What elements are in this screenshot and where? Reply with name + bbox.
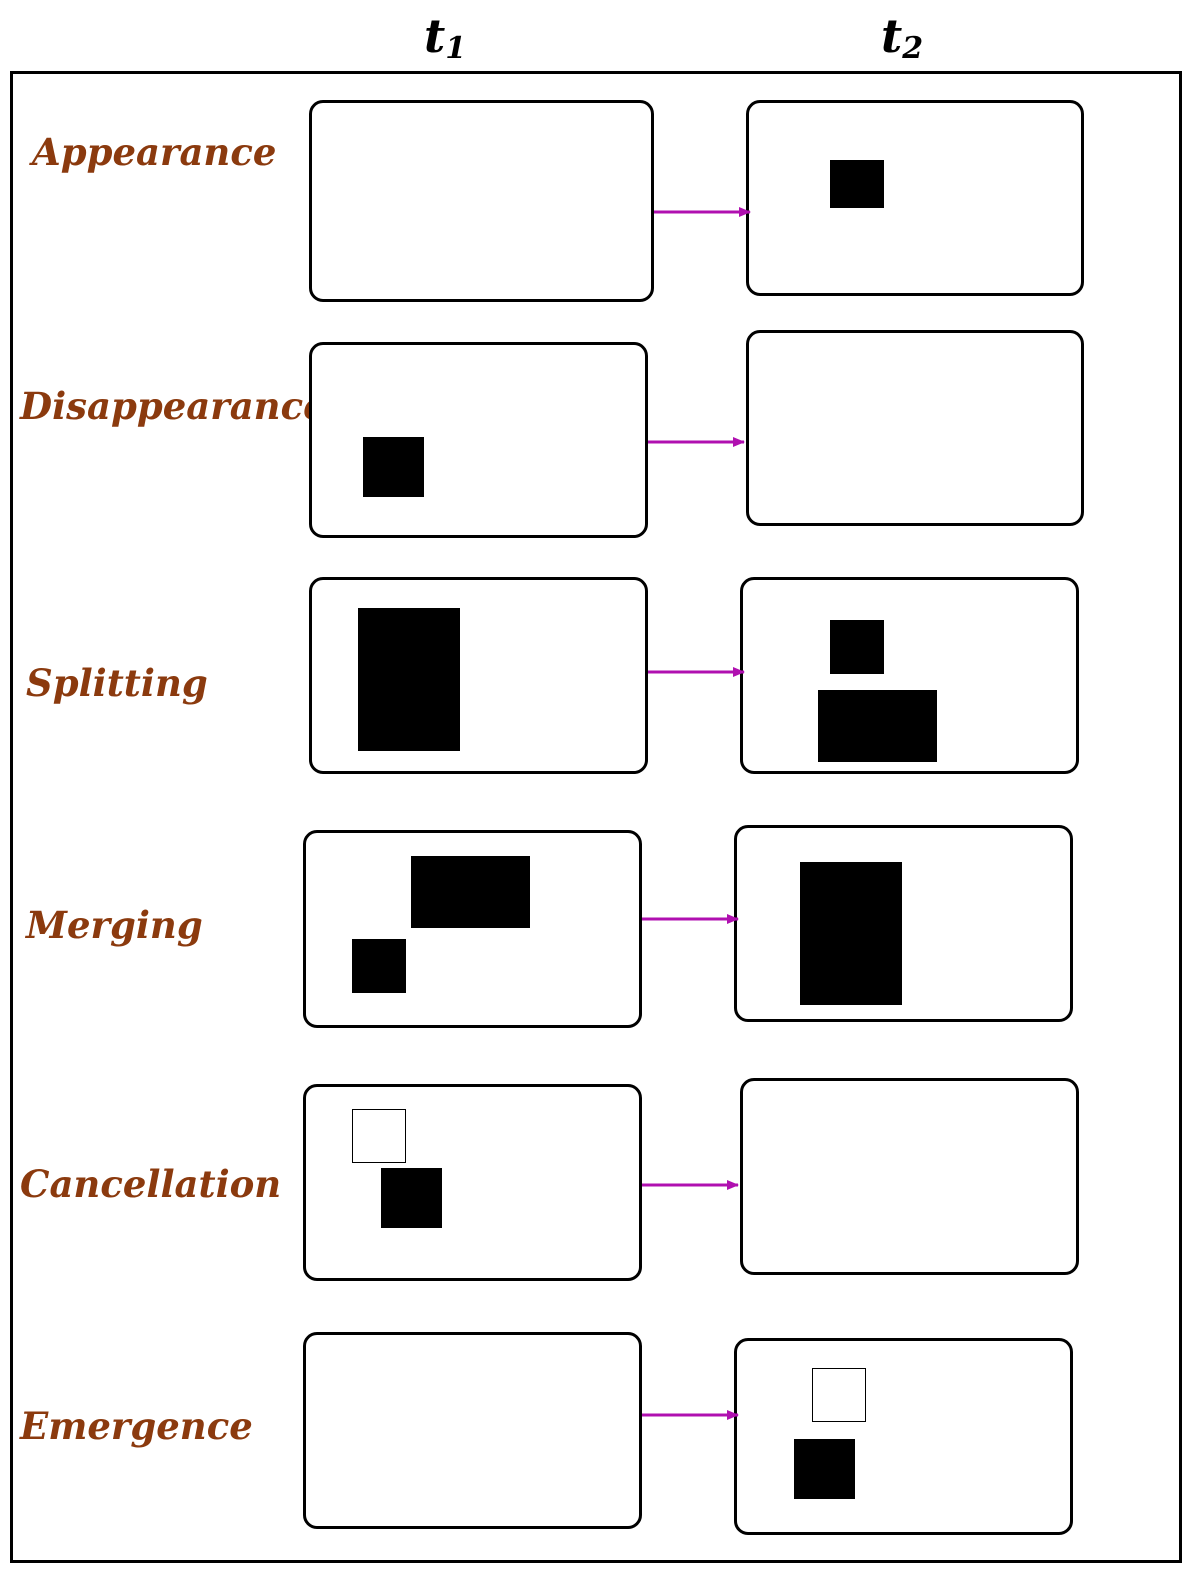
panel-emergence-t2 — [734, 1338, 1073, 1535]
row-label-cancellation: Cancellation — [20, 1162, 282, 1206]
column-header-t2-sub: 2 — [902, 31, 924, 66]
panel-cancellation-t1 — [303, 1084, 642, 1281]
column-header-t2: t2 — [842, 8, 962, 77]
panel-cancellation-t2 — [740, 1078, 1079, 1275]
row-label-disappearance: Disappearance — [20, 384, 327, 428]
diagram-frame — [10, 71, 1182, 1563]
panel-splitting-t2 — [740, 577, 1079, 774]
object-blob — [411, 856, 530, 928]
column-header-t1-base: t — [423, 9, 446, 63]
object-blob — [363, 437, 424, 497]
column-header-t2-base: t — [880, 9, 903, 63]
panel-merging-t1 — [303, 830, 642, 1028]
object-blob — [830, 620, 884, 674]
row-label-emergence: Emergence — [20, 1404, 253, 1448]
object-blob — [358, 608, 460, 751]
panel-disappearance-t1 — [309, 342, 648, 538]
object-blob — [800, 862, 902, 1005]
panel-appearance-t2 — [746, 100, 1084, 296]
object-blob — [381, 1168, 442, 1228]
object-blob — [818, 690, 937, 762]
panel-splitting-t1 — [309, 577, 648, 774]
panel-emergence-t1 — [303, 1332, 642, 1529]
object-blob — [352, 939, 406, 993]
panel-merging-t2 — [734, 825, 1073, 1022]
panel-appearance-t1 — [309, 100, 654, 302]
object-blob — [794, 1439, 855, 1499]
row-label-merging: Merging — [26, 903, 203, 947]
row-label-appearance: Appearance — [32, 130, 277, 174]
panel-disappearance-t2 — [746, 330, 1084, 526]
column-header-t1-sub: 1 — [445, 31, 467, 66]
column-header-t1: t1 — [385, 8, 505, 77]
hollow-object-blob — [352, 1109, 406, 1163]
object-blob — [830, 160, 884, 208]
row-label-splitting: Splitting — [26, 661, 208, 705]
hollow-object-blob — [812, 1368, 866, 1422]
